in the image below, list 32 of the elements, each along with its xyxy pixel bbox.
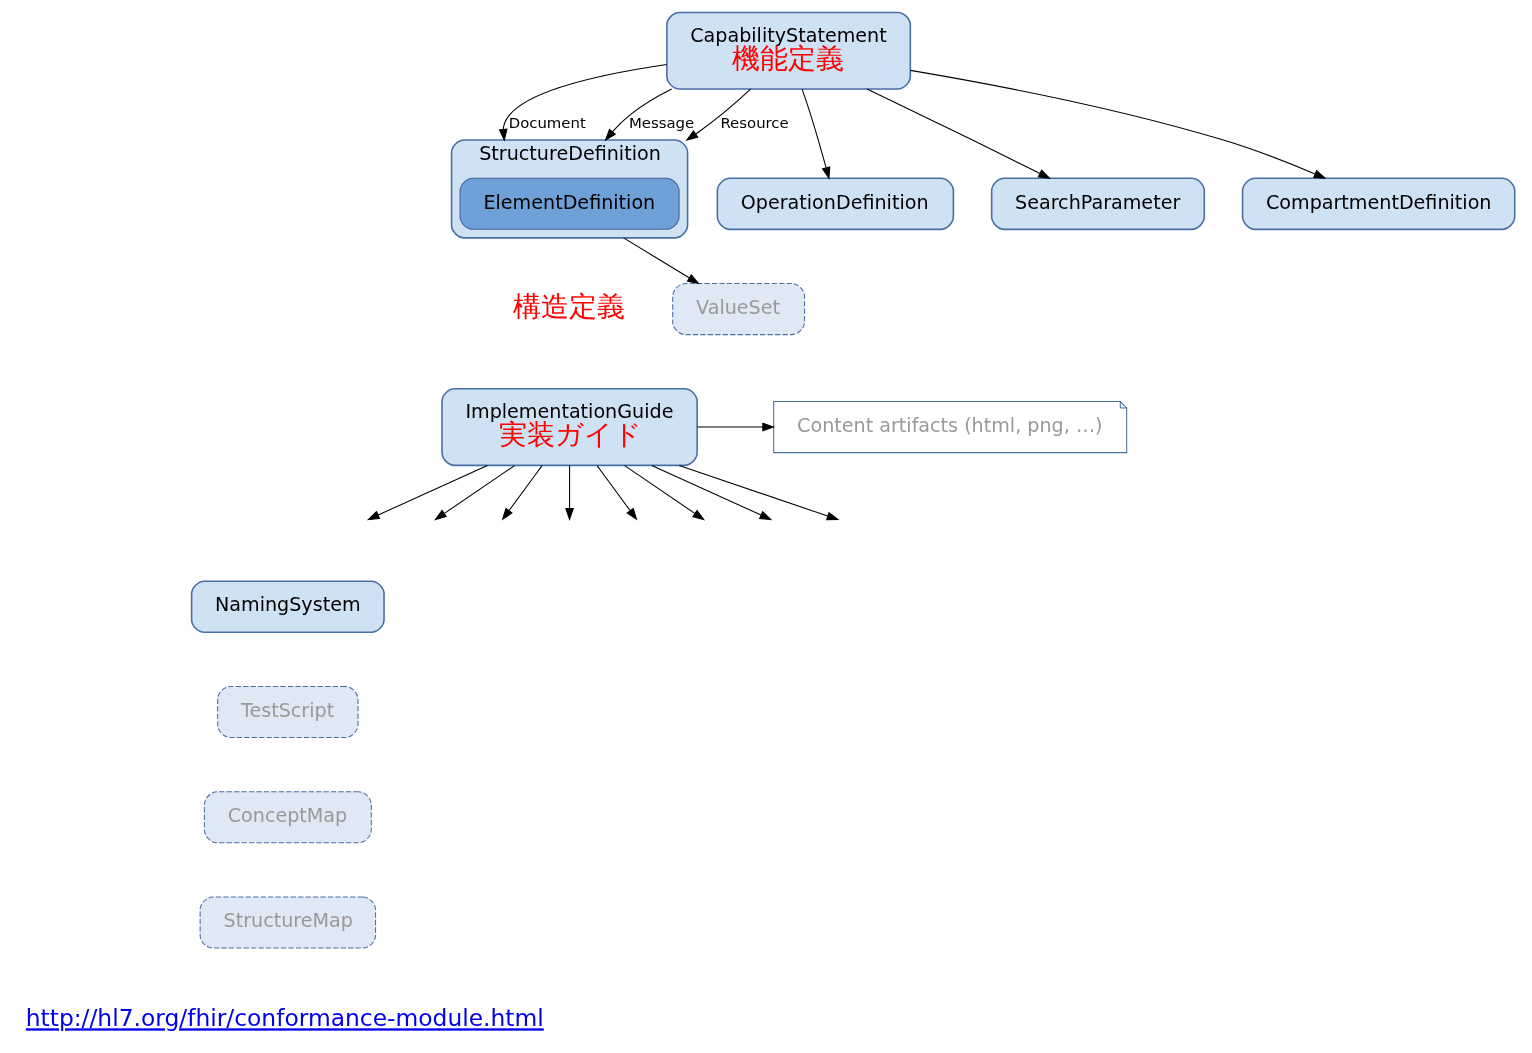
arrow [624,465,706,521]
node-box: OperationDefinition [716,177,955,231]
node-box: ElementDefinition [459,177,680,230]
node-box: SearchParameter [990,177,1206,231]
arrow [565,465,575,521]
edge-label: Message [628,113,695,132]
arrow [604,88,673,142]
node-box: NamingSystem [190,580,385,634]
node-box: ValueSet [672,283,806,336]
node-label: 構造定義 [513,289,626,323]
arrow [696,422,776,432]
node-box: CapabilityStatement 機能定義 [666,11,912,90]
node-box: TestScript [217,686,359,739]
arrow [685,88,752,141]
arrow [866,88,1051,179]
arrow [498,64,668,142]
node-box: ImplementationGuide 実装ガイド [441,388,698,467]
node-box: ConceptMap [203,791,372,844]
arrow [801,88,831,180]
arrow [434,465,516,521]
arrow [651,464,773,521]
node-box: StructureMap [199,896,377,949]
arrow [910,69,1327,179]
arrow [623,237,700,285]
arrow [366,464,488,521]
node-box: CompartmentDefinition [1241,177,1516,231]
arrow [501,465,543,521]
arrow [596,465,638,521]
edge-label: Resource [720,113,789,132]
arrow [678,464,840,521]
label: http://hl7.org/fhir/conformance-module.html [25,1004,544,1033]
edge-label: Document [508,113,586,132]
